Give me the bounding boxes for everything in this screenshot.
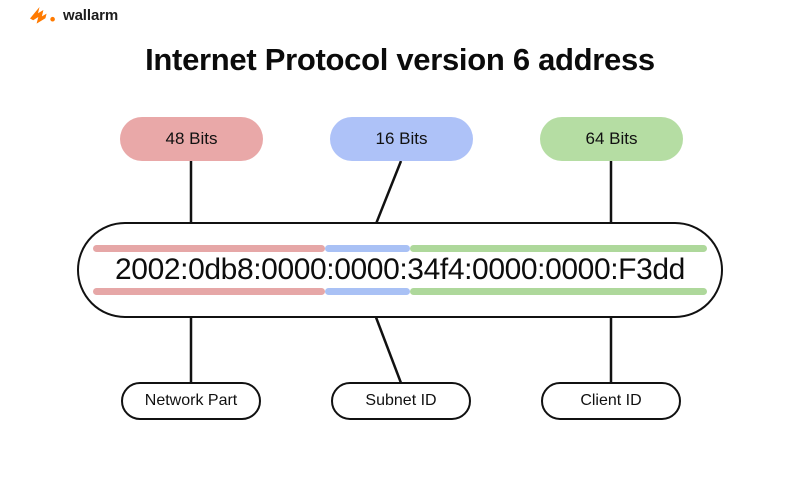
brand-logo: wallarm xyxy=(30,7,118,24)
bit-group-label-64: 64 Bits xyxy=(585,129,638,148)
segment-bar-top-network xyxy=(93,245,325,252)
segment-bar-bottom-network xyxy=(93,288,325,295)
part-label-client: Client ID xyxy=(580,392,642,409)
part-pill-network[interactable]: Network Part xyxy=(121,382,261,420)
bit-group-label-48: 48 Bits xyxy=(165,129,218,148)
segment-bar-top-subnet xyxy=(325,245,410,252)
part-pill-client[interactable]: Client ID xyxy=(541,382,681,420)
bit-group-pill-16[interactable]: 16 Bits xyxy=(330,117,473,161)
page-title: Internet Protocol version 6 address xyxy=(145,42,655,77)
wallarm-lightning-logo-icon xyxy=(30,7,55,24)
part-label-network: Network Part xyxy=(144,392,238,409)
segment-bar-bottom-subnet xyxy=(325,288,410,295)
bit-group-pill-64[interactable]: 64 Bits xyxy=(540,117,683,161)
bit-group-pill-48[interactable]: 48 Bits xyxy=(120,117,263,161)
part-label-subnet: Subnet ID xyxy=(365,392,437,409)
segment-bar-top-client xyxy=(410,245,707,252)
brand-name: wallarm xyxy=(63,7,119,24)
address-capsule xyxy=(77,222,723,318)
part-pill-subnet[interactable]: Subnet ID xyxy=(331,382,471,420)
ipv6-address-text: 2002:0db8:0000:0000:34f4:0000:0000:F3dd xyxy=(115,253,685,286)
segment-bar-bottom-client xyxy=(410,288,707,295)
bit-group-label-16: 16 Bits xyxy=(375,129,428,148)
